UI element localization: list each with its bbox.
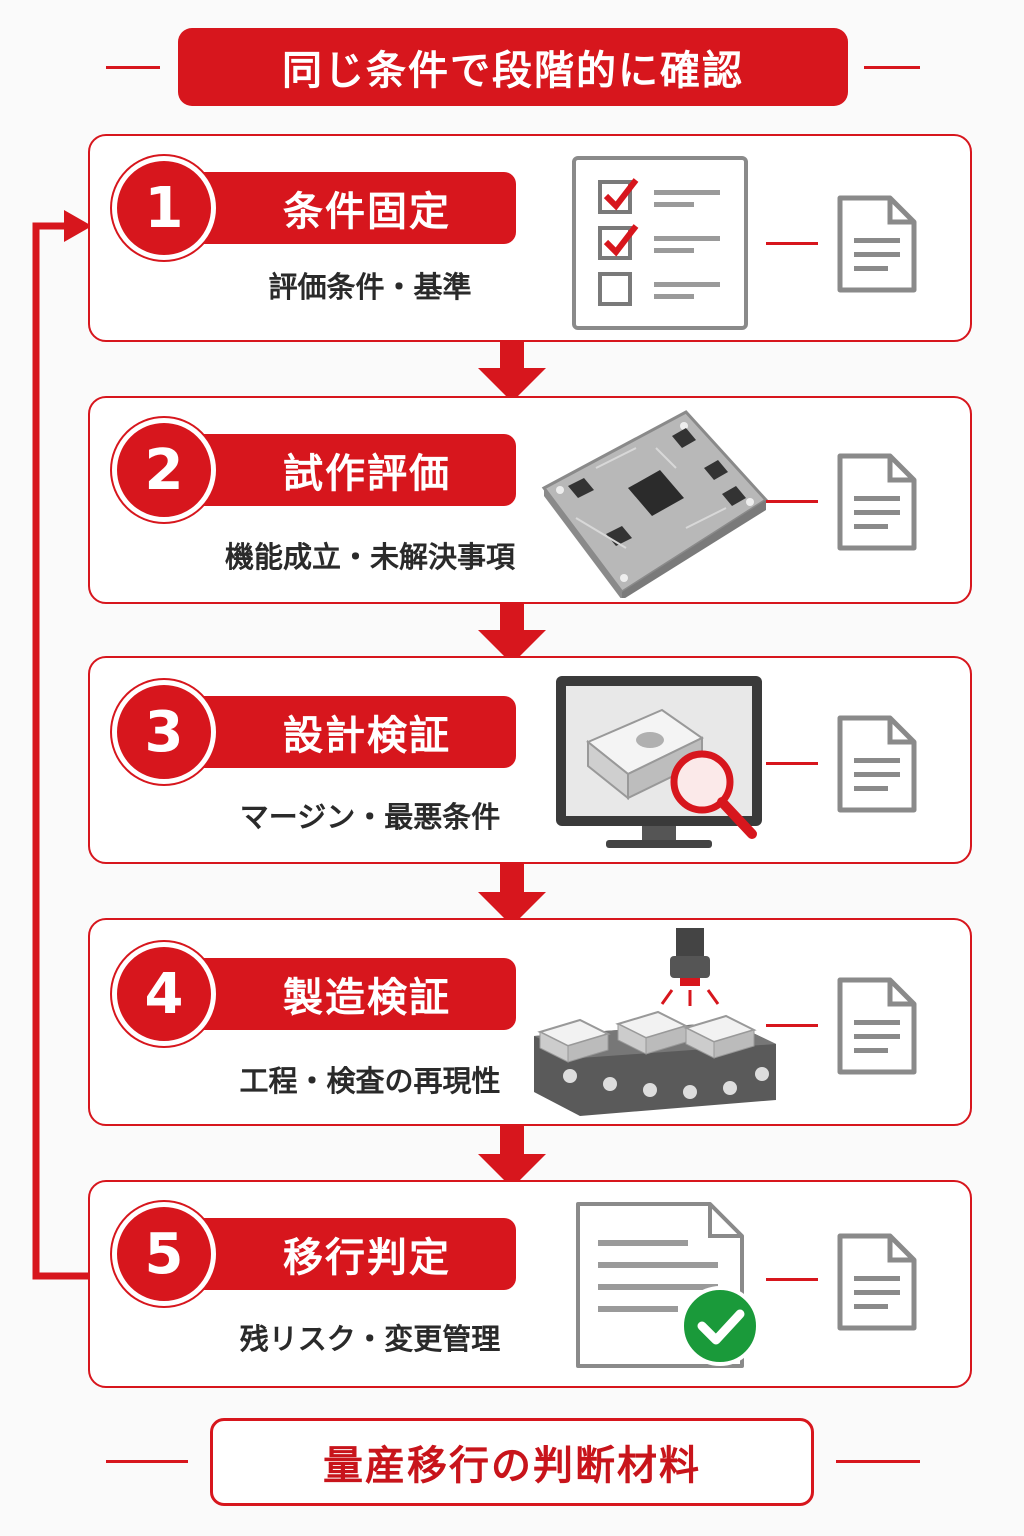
header-rule-right bbox=[864, 66, 920, 69]
step-number-4: 4 bbox=[112, 942, 216, 1046]
footer-rule-right bbox=[836, 1460, 920, 1463]
document-icon-2 bbox=[837, 453, 917, 551]
down-arrow-4 bbox=[478, 1126, 546, 1188]
header-rule-left bbox=[106, 66, 160, 69]
step-desc-1: 評価条件・基準 bbox=[268, 270, 472, 304]
connector-line-1 bbox=[766, 242, 818, 245]
step-number-5: 5 bbox=[112, 1202, 216, 1306]
down-arrow-2 bbox=[478, 602, 546, 664]
connector-line-5 bbox=[766, 1278, 818, 1281]
connector-line-3 bbox=[766, 762, 818, 765]
footer-rule-left bbox=[106, 1460, 188, 1463]
step-desc-3: マージン・最悪条件 bbox=[239, 800, 501, 834]
monitor-inspection-icon bbox=[556, 676, 762, 848]
step-label-4: 製造検証 bbox=[190, 958, 516, 1030]
conveyor-inspection-icon bbox=[534, 928, 776, 1116]
step-number-2: 2 bbox=[112, 418, 216, 522]
approved-report-icon bbox=[576, 1202, 760, 1368]
down-arrow-1 bbox=[478, 340, 546, 402]
footer-label: 量産移行の判断材料 bbox=[210, 1418, 814, 1506]
document-icon-3 bbox=[837, 715, 917, 813]
step-label-2: 試作評価 bbox=[190, 434, 516, 506]
step-label-1: 条件固定 bbox=[190, 172, 516, 244]
circuit-board-icon bbox=[541, 410, 769, 598]
step-desc-5: 残リスク・変更管理 bbox=[239, 1322, 501, 1356]
step-label-3: 設計検証 bbox=[190, 696, 516, 768]
connector-line-2 bbox=[766, 500, 818, 503]
document-icon-1 bbox=[837, 195, 917, 293]
down-arrow-3 bbox=[478, 864, 546, 926]
page-title: 同じ条件で段階的に確認 bbox=[178, 28, 848, 106]
checklist-icon bbox=[572, 156, 748, 330]
step-desc-2: 機能成立・未解決事項 bbox=[224, 540, 515, 574]
step-desc-4: 工程・検査の再現性 bbox=[239, 1064, 501, 1098]
step-number-3: 3 bbox=[112, 680, 216, 784]
connector-line-4 bbox=[766, 1024, 818, 1027]
document-icon-5 bbox=[837, 1233, 917, 1331]
document-icon-4 bbox=[837, 977, 917, 1075]
feedback-loop-arrow bbox=[32, 210, 92, 1280]
step-label-5: 移行判定 bbox=[190, 1218, 516, 1290]
step-number-1: 1 bbox=[112, 156, 216, 260]
